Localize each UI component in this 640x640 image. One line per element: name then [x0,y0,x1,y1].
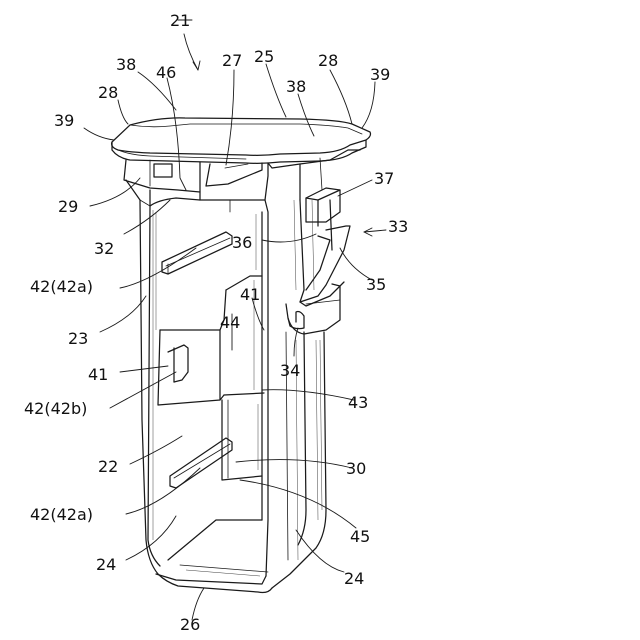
label-42-42a: 42(42a) [30,505,93,524]
label-34: 34 [280,361,300,380]
label-39: 39 [370,65,390,84]
label-32: 32 [94,239,114,258]
label-26: 26 [180,615,200,634]
label-37: 37 [374,169,394,188]
label-38: 38 [116,55,136,74]
label-41: 41 [88,365,108,384]
label-41: 41 [240,285,260,304]
label-38: 38 [286,77,306,96]
label-22: 22 [98,457,118,476]
label-46: 46 [156,63,176,82]
label-30: 30 [346,459,366,478]
reference-labels: 21 46 38 27 25 28 38 39 28 39 37 29 33 3… [24,11,408,634]
label-29: 29 [58,197,78,216]
label-25: 25 [254,47,274,66]
label-42-42a: 42(42a) [30,277,93,296]
block-37 [306,188,340,222]
label-39: 39 [54,111,74,130]
label-28: 28 [318,51,338,70]
label-45: 45 [350,527,370,546]
label-23: 23 [68,329,88,348]
label-42-42b: 42(42b) [24,399,87,418]
label-24: 24 [96,555,116,574]
component-drawing [112,118,371,593]
label-24: 24 [344,569,364,588]
label-35: 35 [366,275,386,294]
label-27: 27 [222,51,242,70]
label-43: 43 [348,393,368,412]
rail-42a-upper [162,232,232,274]
label-44: 44 [220,313,240,332]
top-flange [112,118,371,155]
label-21: 21 [170,11,190,30]
label-33: 33 [388,217,408,236]
rail-42b [168,345,188,382]
label-28: 28 [98,83,118,102]
label-36: 36 [232,233,252,252]
